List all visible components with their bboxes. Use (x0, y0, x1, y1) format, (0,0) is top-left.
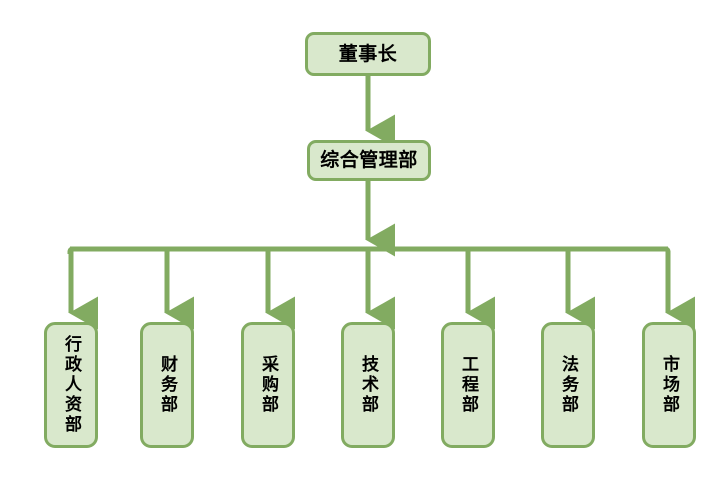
node-finance-label: 财务部 (157, 355, 178, 415)
node-procurement-label: 采购部 (258, 355, 279, 415)
node-technology-label: 技术部 (358, 355, 379, 415)
node-chairman[interactable]: 董事长 (305, 32, 431, 76)
node-chairman-label: 董事长 (338, 42, 398, 65)
node-general-management-label: 综合管理部 (320, 149, 418, 172)
node-marketing-label: 市场部 (659, 355, 680, 415)
horizontal-bus-line (67, 246, 671, 254)
node-marketing[interactable]: 市场部 (642, 322, 696, 448)
node-admin-hr[interactable]: 行政人资部 (44, 322, 98, 448)
node-engineering[interactable]: 工程部 (441, 322, 495, 448)
node-general-management[interactable]: 综合管理部 (307, 140, 431, 181)
node-technology[interactable]: 技术部 (341, 322, 395, 448)
node-procurement[interactable]: 采购部 (241, 322, 295, 448)
node-admin-hr-label: 行政人资部 (61, 335, 82, 435)
node-finance[interactable]: 财务部 (140, 322, 194, 448)
node-legal-label: 法务部 (558, 355, 579, 415)
node-legal[interactable]: 法务部 (541, 322, 595, 448)
node-engineering-label: 工程部 (458, 355, 479, 415)
